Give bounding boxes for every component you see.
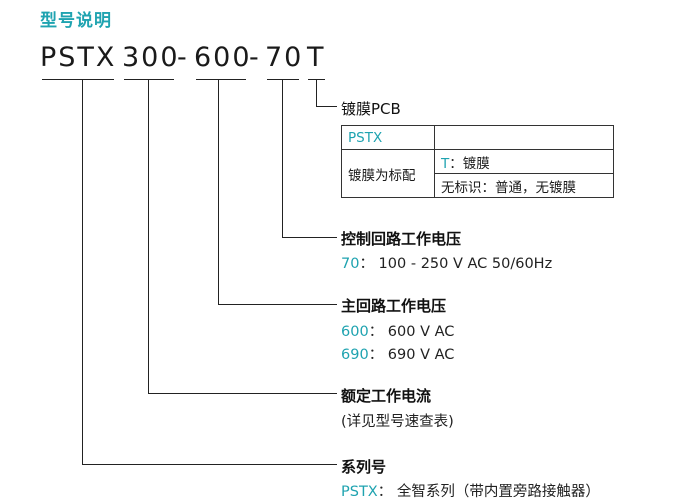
code-control: 70 (265, 42, 304, 73)
connector-main-v (218, 80, 219, 304)
connector-series-h (82, 464, 337, 465)
code-current: 300 (122, 42, 180, 73)
series-code: PSTX (341, 484, 378, 500)
connector-current-h (148, 393, 337, 394)
connector-control-v (282, 80, 283, 237)
control-code: 70 (341, 256, 360, 272)
control-text: ： 100 - 250 V AC 50/60Hz (359, 256, 553, 272)
current-note: (详见型号速查表) (341, 414, 454, 430)
code-sep-2: - (249, 42, 261, 73)
underline-pcb (308, 79, 325, 80)
connector-pcb-h (316, 106, 337, 107)
main-item-600-code: 600 (341, 324, 369, 340)
pcb-heading: 镀膜PCB (341, 100, 401, 118)
pcb-table: PSTX 镀膜为标配 T：镀膜 无标识：普通，无镀膜 (341, 125, 614, 198)
main-item-690-text: ： 690 V AC (368, 347, 455, 363)
main-item-600: 600： 600 V AC (341, 320, 454, 341)
pcb-table-header: PSTX (341, 125, 435, 150)
current-heading: 额定工作电流 (341, 387, 432, 405)
connector-main-h (218, 304, 337, 305)
connector-current-v (148, 80, 149, 393)
code-sep-1: - (177, 42, 189, 73)
underline-current (124, 79, 174, 80)
series-heading: 系列号 (341, 458, 387, 476)
main-item-690-code: 690 (341, 347, 369, 363)
pcb-option-t: T：镀膜 (434, 149, 614, 174)
pcb-option-t-code: T (441, 155, 450, 172)
connector-series-v (82, 80, 83, 464)
underline-control (267, 79, 299, 80)
main-heading: 主回路工作电压 (341, 297, 447, 315)
code-series: PSTX (40, 42, 117, 73)
connector-control-h (282, 237, 337, 238)
control-heading: 控制回路工作电压 (341, 230, 462, 248)
underline-voltage (196, 79, 246, 80)
pcb-row-label: 镀膜为标配 (341, 149, 435, 198)
main-item-690: 690： 690 V AC (341, 343, 454, 364)
code-voltage: 600 (194, 42, 252, 73)
control-line: 70： 100 - 250 V AC 50/60Hz (341, 252, 552, 273)
underline-series (42, 79, 114, 80)
pcb-table-header-empty (434, 125, 614, 150)
page-title: 型号说明 (40, 11, 112, 31)
pcb-option-none: 无标识：普通，无镀膜 (434, 173, 614, 198)
series-text: ： 全智系列（带内置旁路接触器） (377, 484, 600, 500)
code-pcb: T (307, 42, 326, 73)
main-item-600-text: ： 600 V AC (368, 324, 455, 340)
connector-pcb-v (316, 80, 317, 106)
series-line: PSTX： 全智系列（带内置旁路接触器） (341, 480, 600, 501)
pcb-option-t-text: ：镀膜 (449, 155, 490, 172)
